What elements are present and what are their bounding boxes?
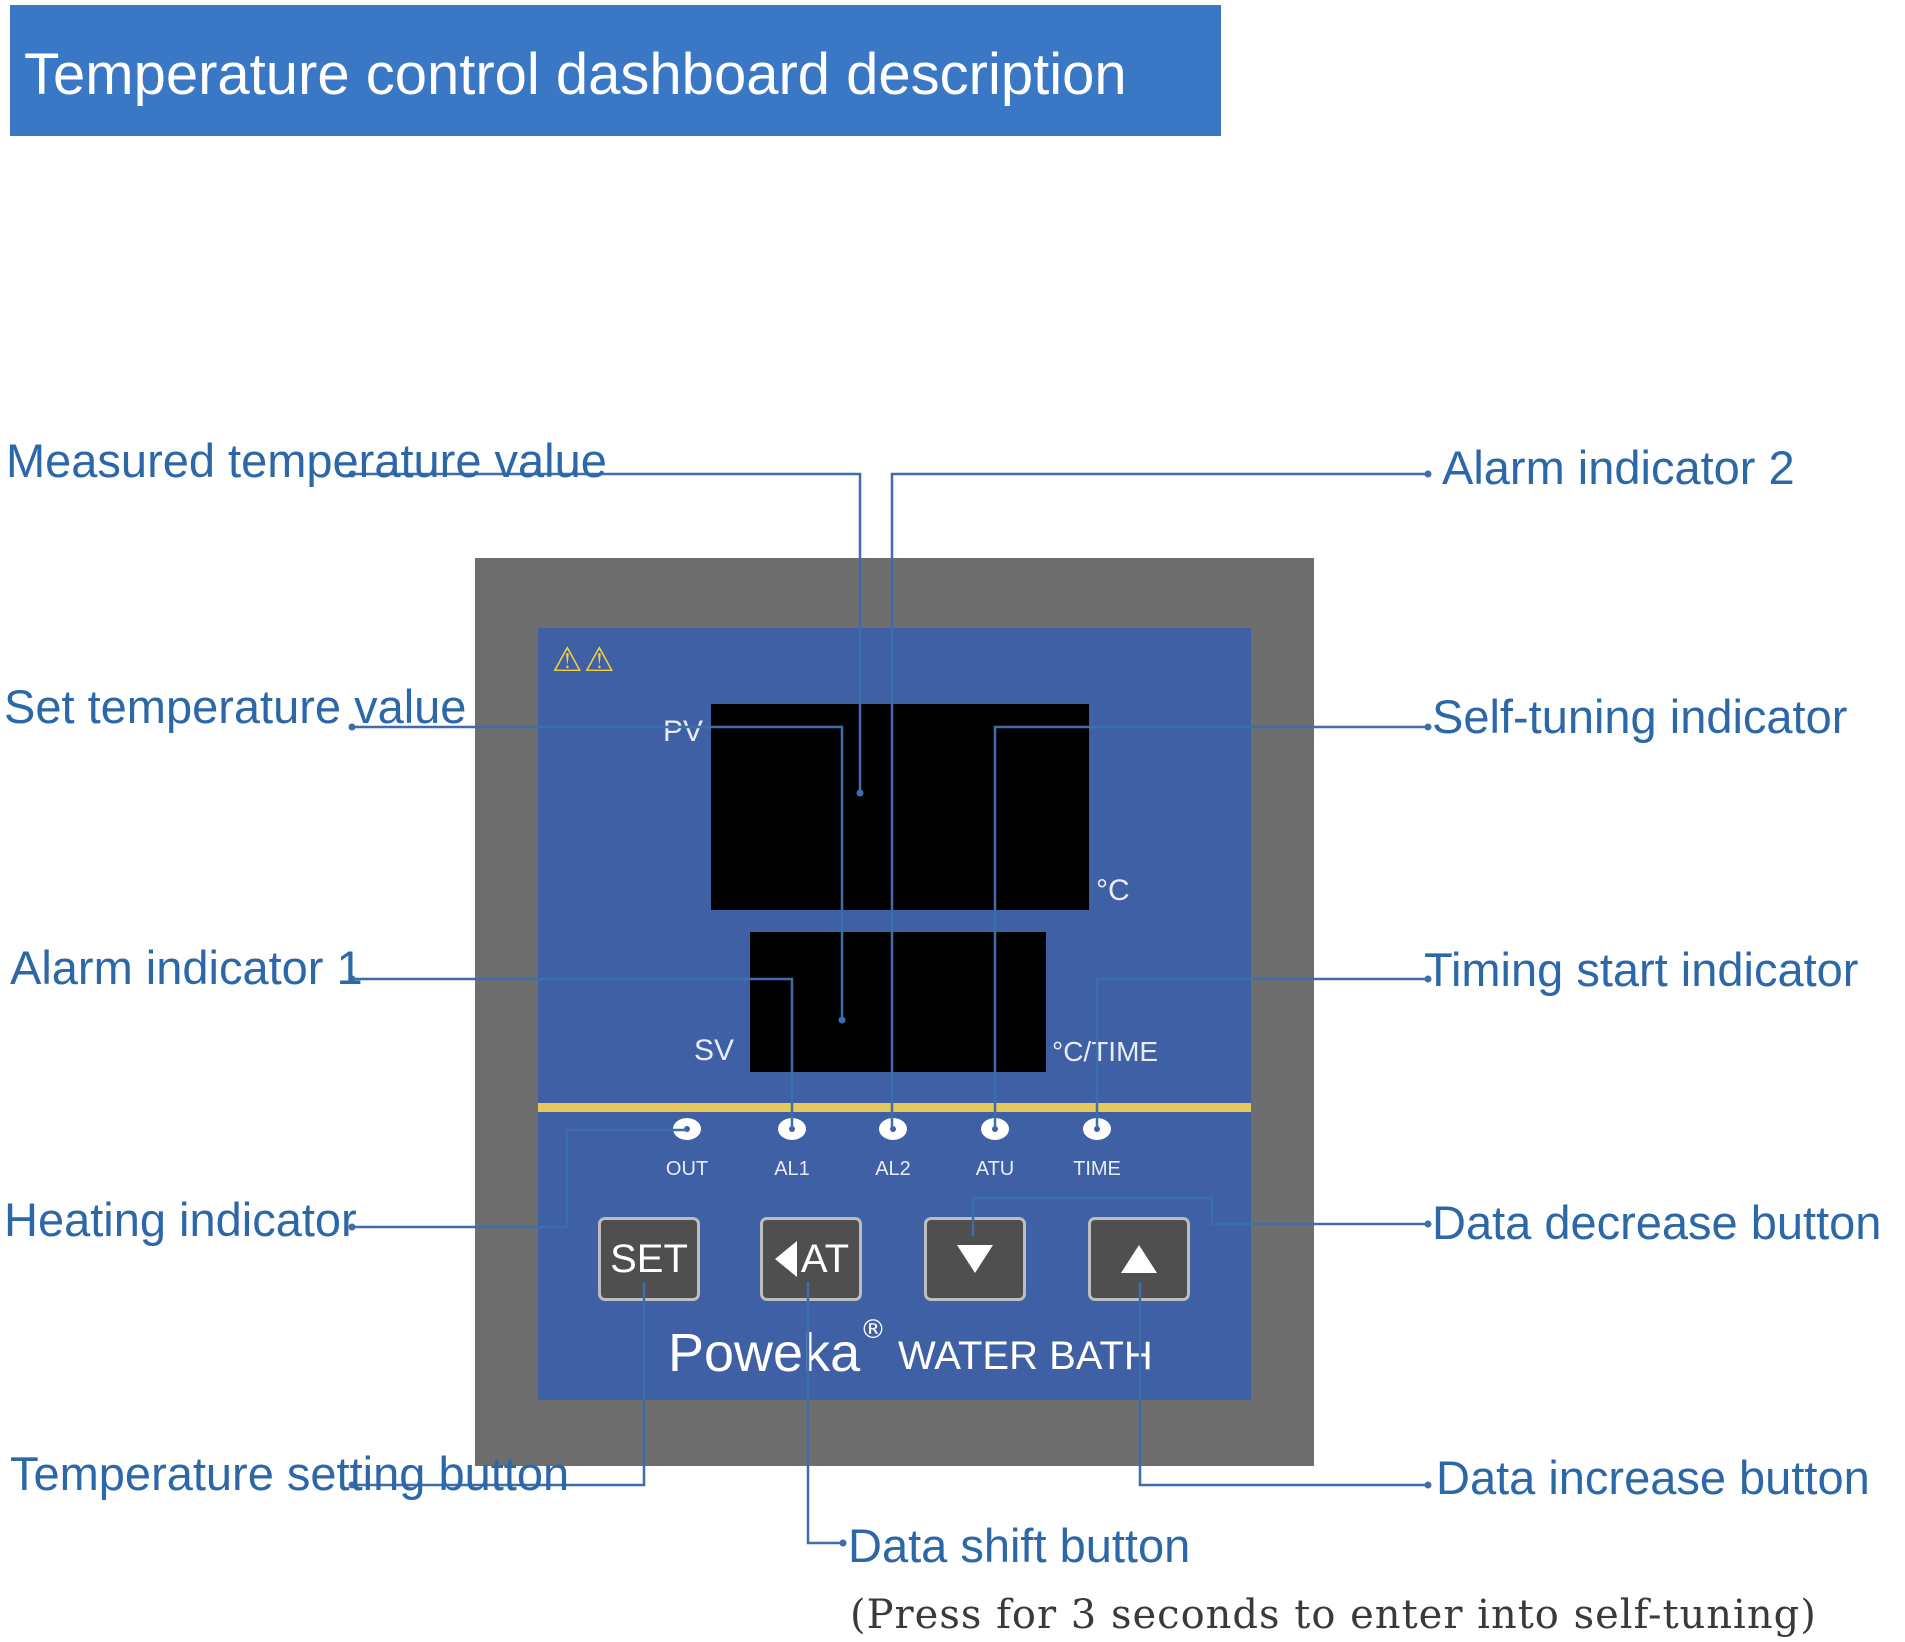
alarm-2-indicator-led (879, 1118, 907, 1140)
indicator-label-out: OUT (665, 1158, 709, 1180)
set-button[interactable]: SET (598, 1217, 700, 1301)
callout-alarm-indicator-1: Alarm indicator 1 (10, 941, 363, 994)
callout-set-temperature: Set temperature value (4, 680, 467, 733)
callout-timing-start-indicator: Timing start indicator (1424, 943, 1859, 996)
indicator-label-al2: AL2 (875, 1158, 911, 1180)
leader-data-decrease (971, 1196, 1428, 1236)
leader-data-shift (806, 1282, 843, 1545)
self-tuning-indicator-led (981, 1118, 1009, 1140)
leader-alarm-indicator-2 (890, 472, 1428, 1128)
pv-display (711, 704, 1089, 910)
callout-data-decrease-button: Data decrease button (1432, 1196, 1882, 1249)
leader-measured-temperature (352, 472, 862, 793)
pv-label: PV (663, 715, 704, 748)
title-banner: Temperature control dashboard descriptio… (10, 5, 1221, 136)
callout-data-increase-button: Data increase button (1436, 1451, 1870, 1504)
triangle-up-icon (1119, 1243, 1159, 1275)
warning-triangle-icon: ⚠ (552, 640, 583, 680)
indicator-label-time: TIME (1073, 1158, 1121, 1180)
brand-name: Poweka (668, 1323, 861, 1383)
pv-unit-label: °C (1096, 874, 1130, 907)
sv-display (750, 932, 1046, 1072)
at-button-label: AT (800, 1236, 850, 1281)
set-button-label: SET (610, 1236, 688, 1281)
sv-unit-label: °C/TIME (1052, 1036, 1159, 1067)
triangle-down-icon (955, 1243, 995, 1275)
callout-measured-temperature: Measured temperature value (6, 434, 607, 487)
callout-self-tuning-indicator: Self-tuning indicator (1432, 690, 1848, 743)
sv-label: SV (694, 1034, 735, 1067)
registered-mark: ® (860, 1315, 886, 1345)
warning-triangle-icon: ⚠ (584, 640, 615, 680)
leader-timing-start (1095, 977, 1428, 1128)
callout-data-shift-note: (Press for 3 seconds to enter into self-… (850, 1592, 1817, 1638)
timing-indicator-led (1083, 1118, 1111, 1140)
callout-heating-indicator: Heating indicator (4, 1193, 357, 1246)
indicator-label-atu: ATU (975, 1158, 1015, 1180)
leader-alarm-indicator-1 (352, 977, 794, 1128)
leader-self-tuning (993, 725, 1428, 1128)
indicator-label-al1: AL1 (774, 1158, 810, 1180)
triangle-left-icon (773, 1239, 799, 1279)
callout-data-shift-button: Data shift button (848, 1519, 1191, 1572)
shift-at-button[interactable]: AT (760, 1217, 862, 1301)
panel-divider-line (538, 1103, 1251, 1112)
callout-alarm-indicator-2: Alarm indicator 2 (1442, 441, 1795, 494)
page-title: Temperature control dashboard descriptio… (24, 42, 1127, 107)
callout-temperature-setting-button: Temperature setting button (10, 1447, 570, 1500)
leader-temperature-setting (352, 1282, 646, 1487)
leader-heating-indicator (352, 1128, 687, 1229)
decrease-button[interactable] (924, 1217, 1026, 1301)
leader-data-increase (1138, 1282, 1428, 1487)
alarm-1-indicator-led (778, 1118, 806, 1140)
leader-set-temperature (352, 725, 844, 1020)
model-name: WATER BATH (898, 1334, 1153, 1378)
